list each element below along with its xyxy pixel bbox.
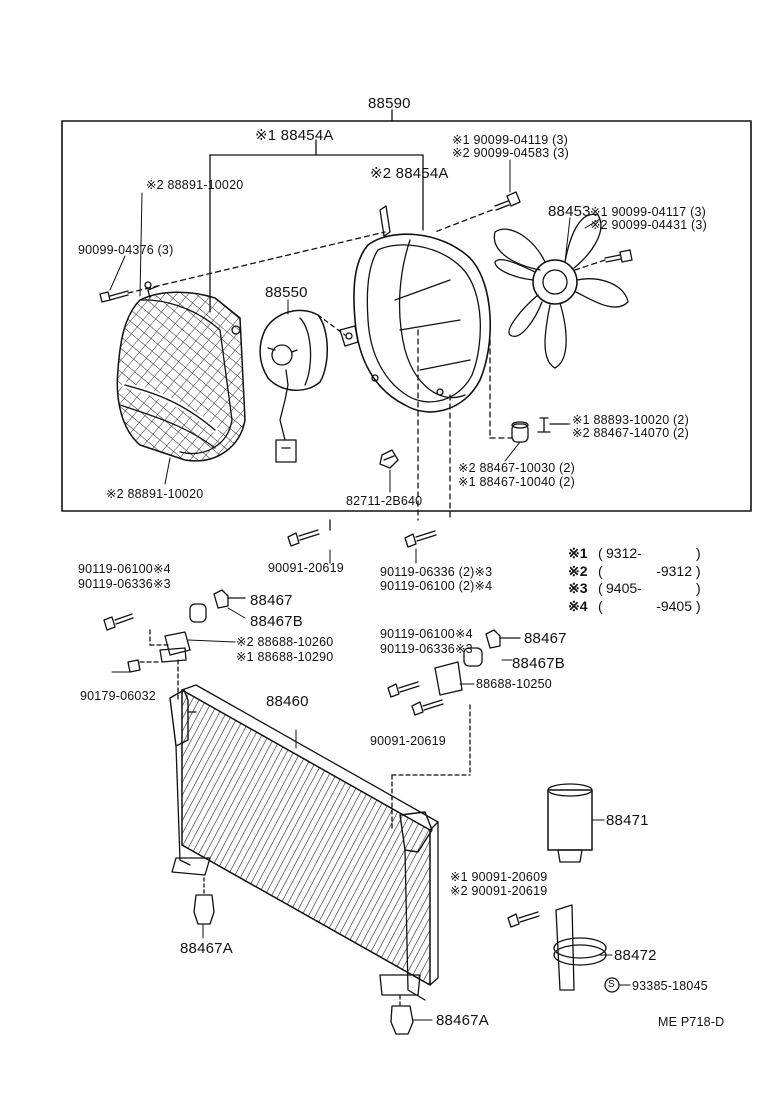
legend-key: ※3	[568, 580, 588, 596]
bolt-20619-a	[287, 519, 331, 547]
cushion-10030	[511, 421, 529, 443]
label-88550: 88550	[265, 284, 308, 301]
label-90099-04119: ※1 90099-04119 (3)	[452, 133, 569, 147]
label-90091-20619-b: 90091-20619	[370, 734, 446, 748]
legend-key: ※2	[568, 562, 588, 579]
label-88467-14070: ※2 88467-14070 (2)	[572, 426, 689, 440]
bracket-assembly-right	[387, 629, 521, 831]
label-88471: 88471	[606, 812, 649, 829]
label-90099-04583: ※2 90099-04583 (3)	[452, 146, 569, 160]
label-90119-06100-left: 90119-06100※4	[78, 562, 171, 576]
legend-paren-open: (	[598, 545, 603, 561]
legend-paren-open: (	[598, 597, 603, 614]
label-90119-06336-left: 90119-06336※3	[78, 577, 171, 591]
label-88467b-left: 88467B	[250, 613, 303, 630]
legend-paren-close: )	[696, 597, 701, 614]
cushion-14070	[537, 417, 569, 433]
legend-paren-close: )	[696, 580, 701, 596]
label-88467b-right: 88467B	[512, 655, 565, 672]
receiver-drier	[547, 783, 593, 863]
cooling-fan	[493, 213, 629, 369]
label-88453: 88453	[548, 203, 591, 220]
label-88688-10250: 88688-10250	[476, 677, 552, 691]
label-88590: 88590	[368, 95, 411, 112]
bolt-04119	[434, 191, 521, 233]
condenser	[169, 684, 439, 1001]
legend-paren-close: )	[696, 562, 701, 579]
leader-lines	[109, 159, 631, 1021]
legend-row-4: ※4 ( -9405 )	[568, 598, 708, 616]
bolt-04117	[574, 249, 633, 271]
mount-lower-left	[193, 877, 215, 925]
label-90091-20609: ※1 90091-20609	[450, 870, 548, 884]
label-88891-10020-bottom: ※2 88891-10020	[106, 487, 204, 501]
label-90119-06336-right: 90119-06336※3	[380, 642, 473, 656]
label-88688-10290: ※1 88688-10290	[236, 650, 334, 664]
diagram-code: ME P718-D	[658, 1015, 725, 1029]
clip-2b640	[379, 449, 399, 469]
fan-motor	[259, 309, 346, 463]
bolt-06336-b	[404, 530, 437, 548]
legend-range: 9312-	[606, 545, 642, 561]
label-88891-10020-top: ※2 88891-10020	[146, 178, 244, 192]
label-88454a-1: ※1 88454A	[255, 127, 334, 144]
label-88454a-2: ※2 88454A	[370, 165, 449, 182]
label-90091-20619-a: 90091-20619	[268, 561, 344, 575]
screw-marker-s: S	[608, 979, 615, 990]
assembly-frame	[61, 109, 752, 512]
legend-paren-open: (	[598, 580, 603, 596]
legend-key: ※4	[568, 597, 588, 614]
legend-row-1: ※1 ( 9312- )	[568, 545, 708, 563]
production-date-legend: ※1 ( 9312- ) ※2 ( -9312 ) ※3 ( 9405- ) ※…	[568, 545, 708, 615]
label-90119-06336-b: 90119-06336 (2)※3	[380, 565, 493, 579]
legend-paren-open: (	[598, 562, 603, 579]
label-90099-04431: ※2 90099-04431 (3)	[590, 218, 707, 232]
bolt-04376	[99, 231, 386, 303]
label-88467-10030: ※2 88467-10030 (2)	[458, 461, 575, 475]
legend-range: 9405-	[606, 580, 642, 596]
label-88460: 88460	[266, 693, 309, 710]
shroud-callout-bracket	[209, 139, 424, 313]
label-88688-10260: ※2 88688-10260	[236, 635, 334, 649]
label-90119-06100-b: 90119-06100 (2)※4	[380, 579, 493, 593]
fan-shroud-left	[116, 281, 246, 462]
label-82711-2b640: 82711-2B640	[346, 494, 423, 508]
legend-row-2: ※2 ( -9312 )	[568, 563, 708, 581]
legend-paren-close: )	[696, 545, 701, 561]
legend-key: ※1	[568, 545, 588, 561]
mount-lower-right	[390, 995, 414, 1035]
label-88467a-left: 88467A	[180, 940, 233, 957]
legend-row-3: ※3 ( 9405- )	[568, 580, 708, 598]
label-90179-06032: 90179-06032	[80, 689, 156, 703]
label-90099-04117: ※1 90099-04117 (3)	[590, 205, 707, 219]
bracket-assembly-left	[103, 589, 246, 701]
label-90099-04376: 90099-04376 (3)	[78, 243, 174, 257]
label-88467-right: 88467	[524, 630, 567, 647]
receiver-bracket	[507, 904, 620, 993]
label-90091-20619-c: ※2 90091-20619	[450, 884, 548, 898]
legend-range: -9312	[656, 562, 692, 579]
label-90119-06100-right: 90119-06100※4	[380, 627, 473, 641]
label-88467-left: 88467	[250, 592, 293, 609]
label-88472: 88472	[614, 947, 657, 964]
label-88467-10040: ※1 88467-10040 (2)	[458, 475, 575, 489]
legend-range: -9405	[656, 597, 692, 614]
label-88467a-right: 88467A	[436, 1012, 489, 1029]
label-88893-10020: ※1 88893-10020 (2)	[572, 413, 689, 427]
fan-shroud-right	[339, 205, 513, 521]
label-93385-18045: 93385-18045	[632, 979, 708, 993]
